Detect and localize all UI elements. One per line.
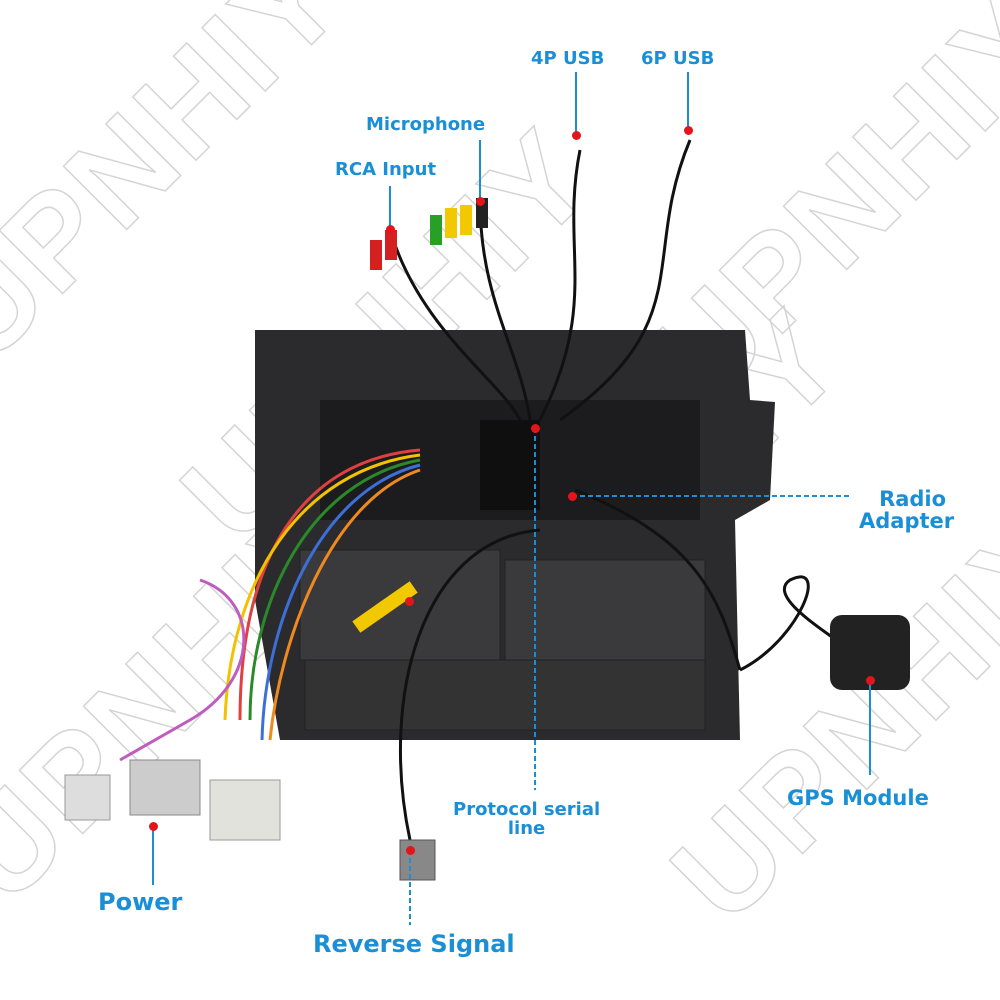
label-protocol-line1: Protocol serial (453, 799, 601, 820)
marker-dot (476, 197, 485, 206)
marker-dot (386, 225, 395, 234)
label-rca-input: RCA Input (335, 159, 437, 180)
label-radio-adapter-line2: Adapter (859, 509, 955, 534)
label-4p-usb: 4P USB (531, 48, 605, 69)
marker-dot (406, 846, 415, 855)
label-radio-adapter-line1: Radio (879, 487, 947, 511)
label-protocol-line2: line (507, 817, 546, 839)
marker-dot (405, 597, 414, 606)
label-power: Power (98, 888, 183, 916)
marker-dot (572, 131, 581, 140)
marker-dot (684, 126, 693, 135)
label-microphone: Microphone (366, 114, 486, 135)
marker-dot (531, 424, 540, 433)
label-radio-adapter: Radio Adapter (859, 487, 954, 532)
label-protocol-serial-line: Protocol serial line (453, 799, 601, 839)
label-6p-usb: 6P USB (641, 48, 715, 69)
label-gps-module: GPS Module (787, 786, 929, 810)
label-reverse-signal: Reverse Signal (313, 930, 515, 958)
marker-dot (866, 676, 875, 685)
marker-dot (149, 822, 158, 831)
marker-dot (568, 492, 577, 501)
